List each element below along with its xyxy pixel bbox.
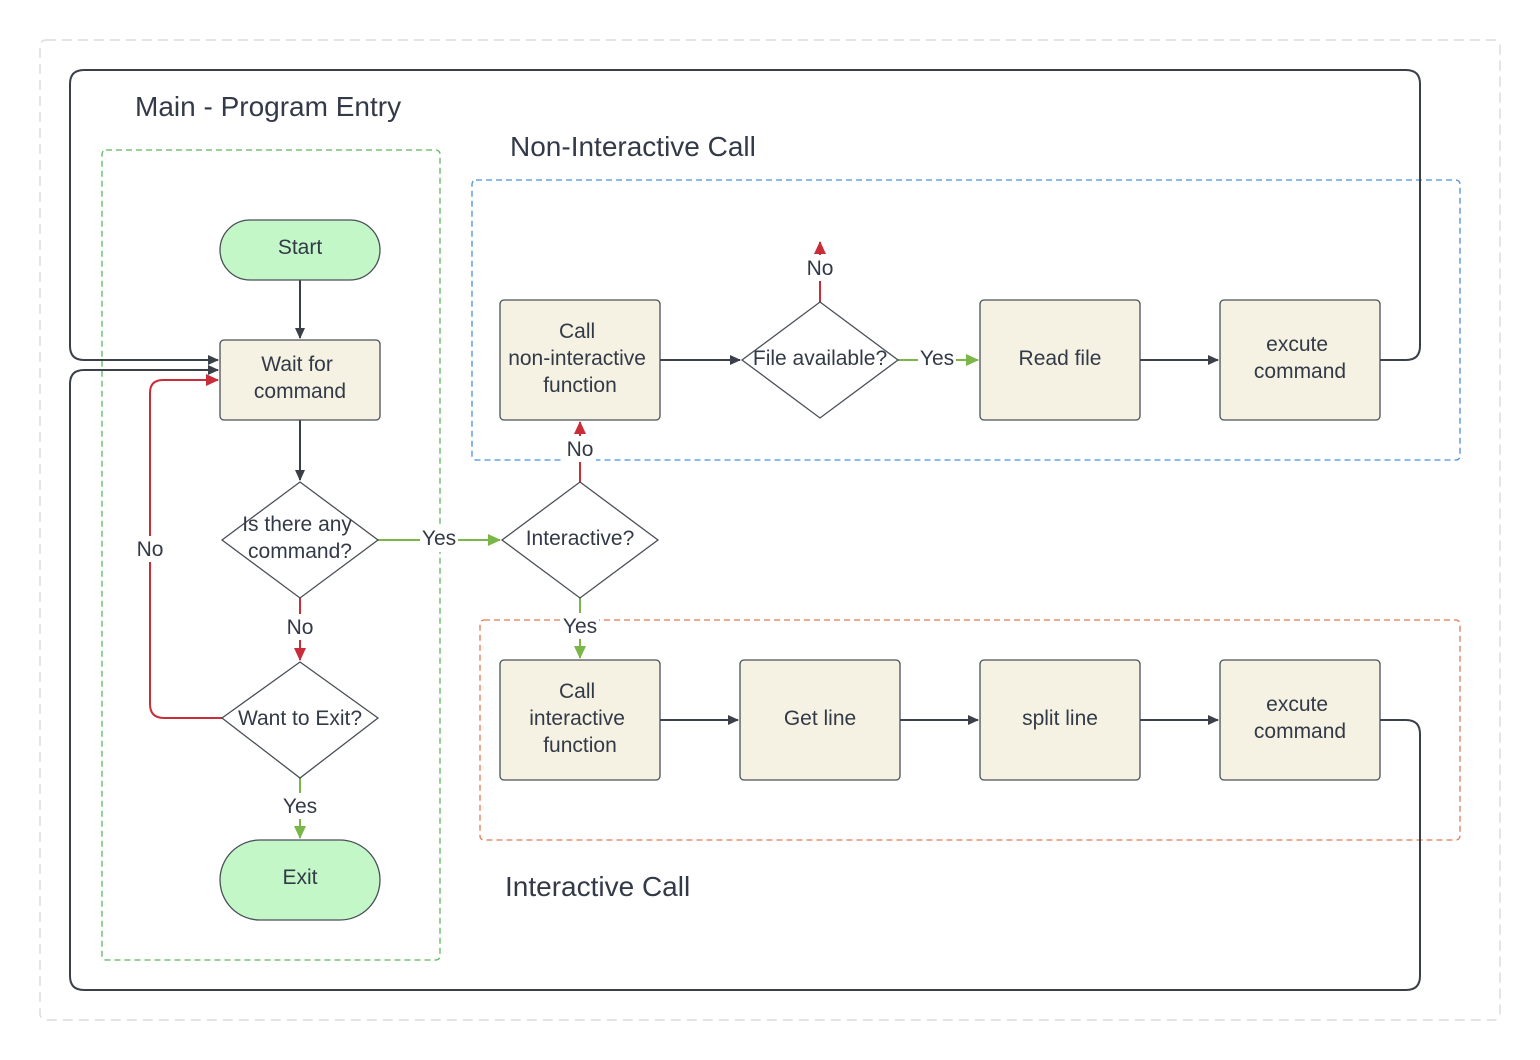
edge-label-any-yes: Yes [422,527,456,550]
interactive-label: Interactive? [526,527,635,550]
start-label: Start [278,236,323,259]
want-exit-decision: Want to Exit? [220,661,380,779]
edge-execute-bottom-to-wait [69,365,1421,991]
execute-bottom-line-2: command [1254,720,1346,743]
main-group-frame [101,149,441,961]
interactive-group-title: Interactive Call [505,871,690,902]
file-available-decision: File available? [740,301,900,419]
wait-for-command-process: Wait for command [219,339,381,421]
call-interactive-line-1: Call [559,680,595,703]
call-interactive-line-2: interactive [529,707,625,730]
call-noninteractive-line-1: Call [559,320,595,343]
get-line-process: Get line [739,659,901,781]
svg-text:Call interactive f: Call interactive function [529,680,631,757]
execute-command-bottom-process: excute command [1219,659,1381,781]
noninteractive-group-frame [471,179,1461,461]
edge-label-file-yes: Yes [920,347,954,370]
call-interactive-process: Call interactive function [499,659,661,781]
noninteractive-group-title: Non-Interactive Call [510,131,756,162]
execute-command-top-process: excute command [1219,299,1381,421]
read-file-label: Read file [1019,347,1102,370]
edge-execute-top-to-wait [69,69,1421,365]
interactive-decision: Interactive? [500,481,660,599]
any-command-label-line-2: command? [248,540,352,563]
want-exit-label: Want to Exit? [238,707,362,730]
exit-terminal: Exit [219,839,381,921]
call-noninteractive-process: Call non-interactive function [499,299,661,421]
wait-label-line-1: Wait for [261,353,333,376]
wait-label-line-2: command [254,380,346,403]
get-line-label: Get line [784,707,856,730]
split-line-label: split line [1022,707,1098,730]
svg-text:excute command: excute command [1254,333,1346,383]
outer-frame [39,39,1501,1021]
any-command-label-line-1: Is there any [242,513,352,536]
svg-text:Is there any command?: Is there any command? [242,513,358,563]
edge-label-file-no: No [807,257,834,280]
file-available-label: File available? [753,347,887,370]
svg-text:excute command: excute command [1254,693,1346,743]
interactive-group-frame [479,619,1461,841]
edge-label-interactive-yes: Yes [563,615,597,638]
svg-text:Call non-interactive: Call non-interactive function [508,320,652,397]
main-group-title: Main - Program Entry [135,91,401,122]
call-noninteractive-line-3: function [543,374,617,397]
edge-label-exit-yes: Yes [283,795,317,818]
execute-top-line-2: command [1254,360,1346,383]
exit-label: Exit [282,866,317,889]
split-line-process: split line [979,659,1141,781]
any-command-decision: Is there any command? [220,481,380,599]
edge-label-any-no: No [287,616,314,639]
execute-bottom-line-1: excute [1266,693,1328,716]
start-terminal: Start [219,219,381,281]
execute-top-line-1: excute [1266,333,1328,356]
call-interactive-line-3: function [543,734,617,757]
edge-label-interactive-no: No [567,438,594,461]
svg-text:Wait for command: Wait for command [254,353,346,403]
read-file-process: Read file [979,299,1141,421]
edge-label-exit-no: No [137,538,164,561]
call-noninteractive-line-2: non-interactive [508,347,646,370]
